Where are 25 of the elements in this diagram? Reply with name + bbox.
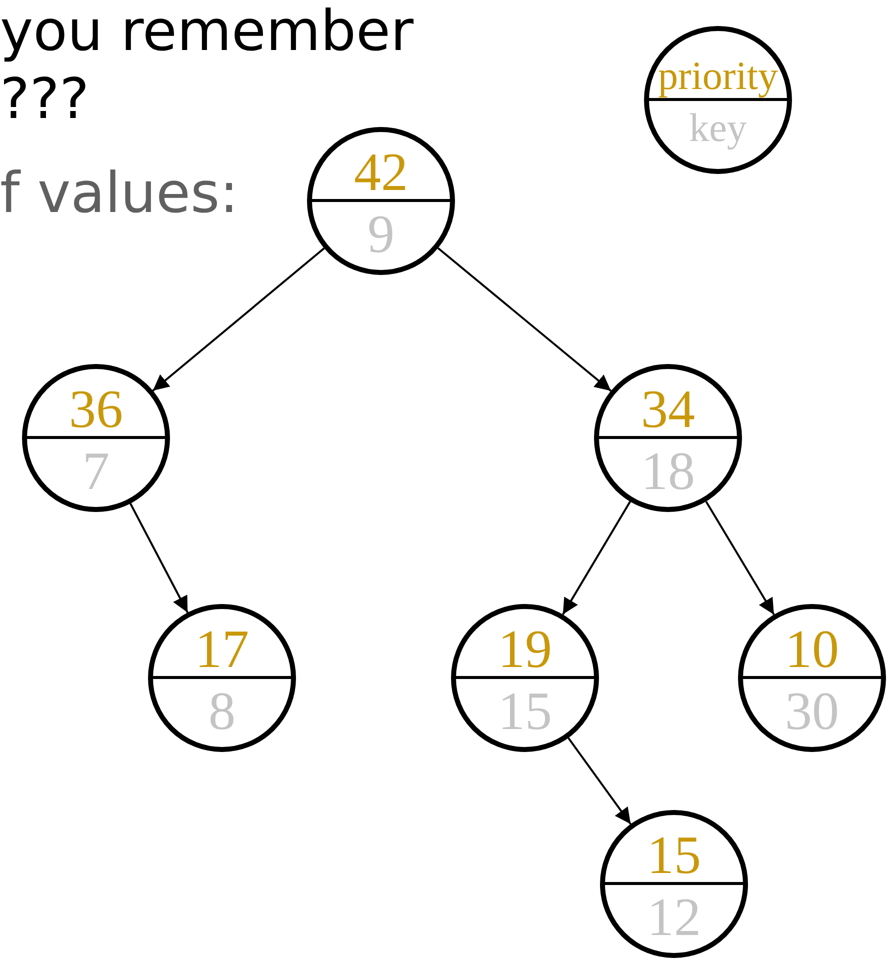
priority-value: 42 xyxy=(353,145,409,199)
arrow xyxy=(568,737,632,825)
key-value: 7 xyxy=(82,444,110,498)
arrow xyxy=(152,248,325,392)
arrow xyxy=(437,247,612,392)
priority-label: priority xyxy=(657,56,779,96)
key-value: 9 xyxy=(366,207,396,261)
priority-value: 36 xyxy=(68,382,124,436)
priority-value: 17 xyxy=(194,622,250,676)
key-value: 15 xyxy=(497,684,553,738)
priority-value: 15 xyxy=(646,828,702,882)
arrow xyxy=(562,501,631,615)
key-value: 18 xyxy=(640,444,696,498)
arrow xyxy=(705,500,775,616)
priority-value: 10 xyxy=(784,622,840,676)
key-label: key xyxy=(688,108,748,148)
slide-text: f values: xyxy=(0,166,239,222)
arrow xyxy=(130,503,188,613)
key-value: 12 xyxy=(646,890,702,944)
key-value: 8 xyxy=(208,684,236,738)
key-value: 30 xyxy=(784,684,840,738)
priority-value: 34 xyxy=(640,382,696,436)
slide-text: you remember xyxy=(0,4,414,60)
slide-text: ??? xyxy=(0,72,90,128)
priority-value: 19 xyxy=(497,622,553,676)
